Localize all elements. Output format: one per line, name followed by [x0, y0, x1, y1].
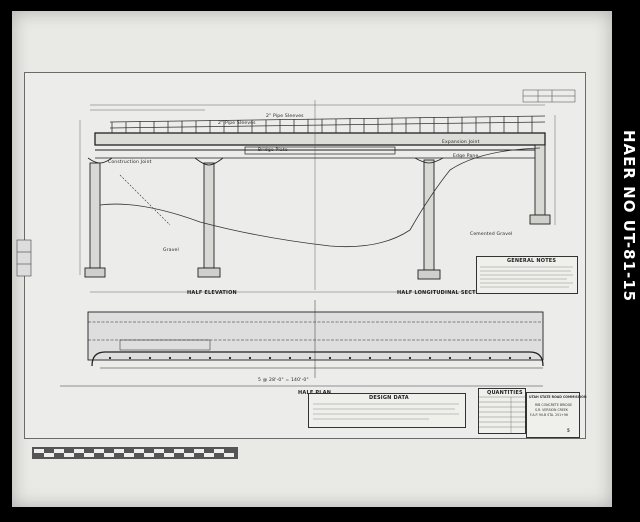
sheet-number: 5	[567, 428, 570, 433]
revision-table	[522, 89, 576, 103]
half-section-title: HALF LONGITUDINAL SECTION	[397, 290, 487, 296]
edge-pane-label: Edge Pane	[453, 154, 479, 159]
plan-dimension: 5 @ 28'-0" = 140'-0"	[258, 378, 309, 383]
half-plan	[60, 300, 544, 387]
gravel-right-label: Cemented Gravel	[470, 232, 513, 237]
notes-lines	[480, 266, 573, 288]
haunches	[87, 157, 444, 166]
columns	[84, 144, 551, 280]
title-line2: RIB CONCRETE BRIDGE	[535, 403, 573, 407]
railing-posts	[109, 115, 546, 133]
rail-label-2: 2" Pipe Sleeves	[218, 121, 256, 126]
general-notes-title: GENERAL NOTES	[507, 258, 557, 264]
expansion-joint-label: Expansion Joint	[442, 140, 480, 145]
rail-label: 2" Pipe Sleeves	[266, 114, 304, 119]
plan-dots	[108, 356, 532, 360]
ground-line	[99, 147, 541, 248]
haer-number: HAER NO UT-81-15	[620, 130, 638, 303]
side-scale-mark	[16, 239, 32, 277]
gravel-left-label: Gravel	[163, 248, 179, 253]
bridge-plate-label: Bridge Plate	[258, 148, 288, 153]
design-data-lines	[313, 403, 459, 420]
construction-joint-label: Construction Joint	[108, 160, 152, 165]
general-notes-box: GENERAL NOTES	[476, 256, 578, 294]
title-block: UTAH STATE ROAD COMMISSION RIB CONCRETE …	[526, 392, 587, 438]
title-line4: F.A.P. 90-B STA. 251+96	[530, 413, 568, 417]
bridge-deck	[94, 132, 546, 159]
photo-scale-bar	[32, 447, 238, 459]
quantities-lines	[479, 396, 525, 433]
quantities-box: QUANTITIES	[478, 388, 526, 434]
design-data-box: DESIGN DATA	[308, 393, 466, 428]
title-line3: S.R. VERSION CREEK	[535, 408, 569, 412]
title-agency: UTAH STATE ROAD COMMISSION	[529, 395, 587, 399]
half-elevation-title: HALF ELEVATION	[187, 290, 237, 296]
quantities-title: QUANTITIES	[487, 390, 523, 396]
design-data-title: DESIGN DATA	[369, 395, 409, 401]
dimension-lines	[79, 100, 556, 293]
